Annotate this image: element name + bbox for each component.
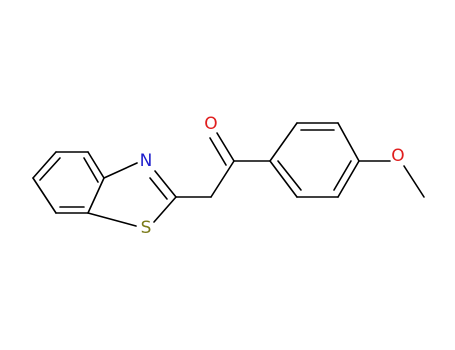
atom-nitrogen: N (140, 151, 153, 171)
bond (154, 170, 177, 198)
bond (103, 162, 138, 179)
bond (87, 151, 105, 179)
nitrogen-label: N (140, 151, 153, 171)
bond (87, 212, 137, 227)
atom-methoxy-oxygen: O (391, 146, 404, 166)
carbonyl-double-bond (209, 137, 227, 166)
carbonyl-oxygen-label: O (204, 114, 217, 134)
double-bond-inner (39, 157, 61, 181)
thiazole-ring (87, 162, 177, 227)
sulfur-label: S (141, 218, 152, 238)
keto-linker (175, 132, 271, 198)
double-bond-inner (83, 157, 99, 183)
bond (337, 122, 360, 162)
double-bond-inner (277, 160, 302, 191)
bond (32, 151, 57, 179)
carbonyl-double-bond (216, 132, 235, 162)
bond (269, 122, 298, 162)
bond (403, 165, 425, 198)
atom-sulfur: S (141, 218, 152, 238)
methoxy-oxygen-label: O (391, 146, 404, 166)
bond (32, 177, 57, 214)
bond (87, 177, 105, 214)
atom-carbonyl-oxygen: O (204, 114, 217, 134)
benzene-ring-fused (32, 151, 105, 214)
bond (153, 196, 177, 223)
methoxyphenyl-ring (269, 122, 360, 198)
bond (269, 160, 298, 198)
methoxy-group (358, 160, 425, 198)
double-bond-inner (149, 177, 168, 200)
bond (337, 160, 360, 198)
double-bond-inner (333, 160, 352, 191)
bond (210, 160, 235, 198)
